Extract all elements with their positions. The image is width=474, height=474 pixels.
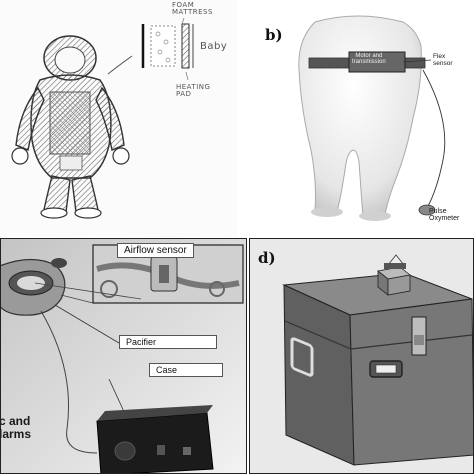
- pacifier-render: [1, 239, 246, 473]
- baby-suit-sketch: [11, 17, 194, 219]
- baby-label: Baby: [200, 41, 228, 52]
- panel-b-letter: b): [265, 26, 283, 44]
- foam-mattress-label: FOAM MATTRESS: [172, 1, 213, 17]
- panel-d-letter: d): [258, 249, 276, 267]
- alarms-label: c and larms: [0, 414, 32, 441]
- panel-b-mannequin: b) Motor and transmission Flex sensor Pu…: [237, 0, 474, 237]
- panel-c-pacifier: Airflow sensor Pacifier Case c and larms: [0, 238, 247, 474]
- case-label: Case: [149, 363, 223, 377]
- panel-a-sketch: FOAM MATTRESS Baby HEATING PAD: [0, 0, 237, 237]
- airflow-sensor-label: Airflow sensor: [117, 243, 194, 258]
- panel-d-box: d): [249, 238, 474, 474]
- pulse-oxymeter-label: Pulse Oxymeter: [429, 208, 460, 223]
- box-cad-render: [282, 254, 473, 466]
- motor-transmission-label: Motor and transmission: [352, 53, 386, 66]
- mannequin-render: [298, 15, 446, 221]
- pacifier-label: Pacifier: [119, 335, 217, 349]
- heating-pad-label: HEATING PAD: [176, 83, 211, 99]
- flex-sensor-label: Flex sensor: [433, 53, 453, 67]
